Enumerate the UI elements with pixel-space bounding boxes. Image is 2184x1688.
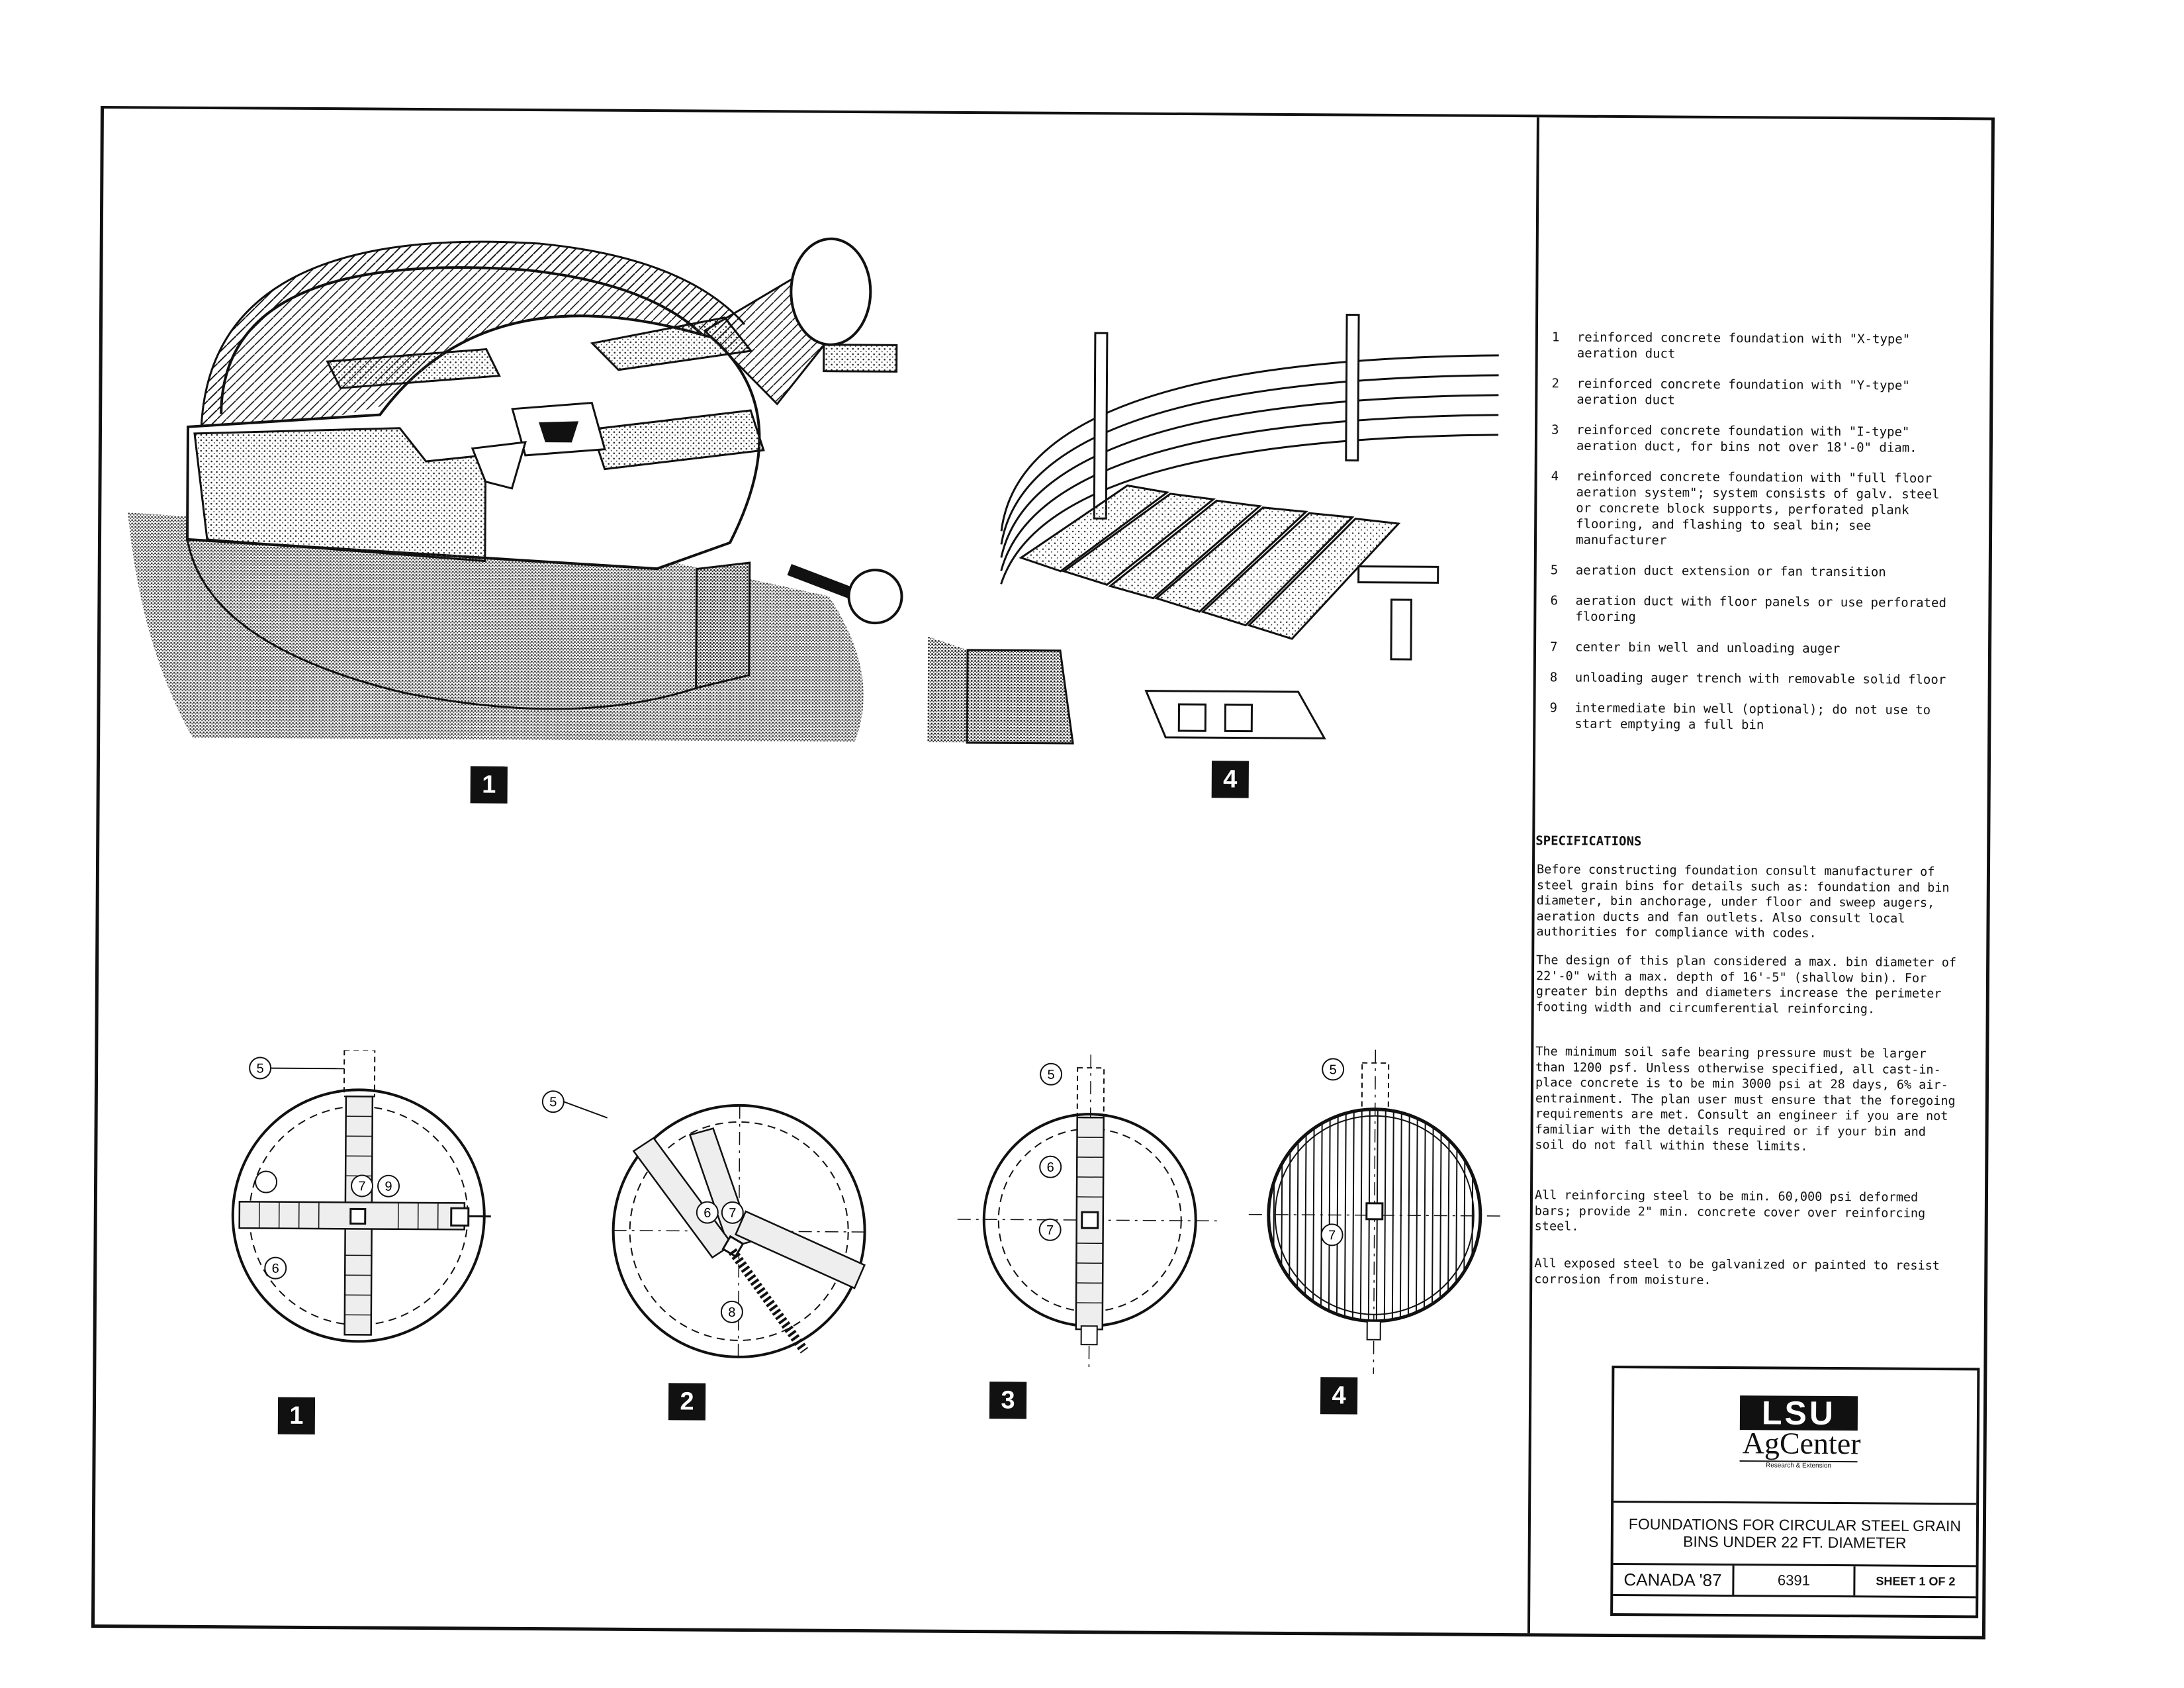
legend-item: 6 aeration duct with floor panels or use … (1550, 592, 1960, 627)
title-line-2: BINS UNDER 22 FT. DIAMETER (1683, 1532, 1907, 1552)
callout-7: 7 (358, 1179, 365, 1194)
legend-text: intermediate bin well (optional); do not… (1574, 700, 1931, 733)
logo-lsu-text: LSU (1739, 1394, 1858, 1432)
legend-num: 8 (1549, 670, 1558, 685)
plan-4-badge: 4 (1320, 1377, 1358, 1415)
legend-text: center bin well and unloading auger (1574, 639, 1841, 657)
legend: 1 reinforced concrete foundation with "X-… (1549, 329, 1962, 749)
lsu-agcenter-logo: LSU AgCenter Research & Extension (1739, 1394, 1861, 1470)
logo-area: LSU AgCenter Research & Extension (1614, 1368, 1978, 1505)
legend-text: aeration duct extension or fan transitio… (1575, 563, 1886, 580)
origin-cell: CANADA '87 (1613, 1565, 1735, 1595)
isometric-view-4 (927, 313, 1499, 745)
legend-num: 6 (1550, 593, 1558, 608)
legend-num: 1 (1551, 330, 1560, 345)
callout-9: 9 (385, 1180, 392, 1194)
legend-item: 1 reinforced concrete foundation with "X-… (1552, 329, 1962, 363)
legend-item: 5 aeration duct extension or fan transiti… (1551, 562, 1961, 581)
legend-text: reinforced concrete foundation with "Y-t… (1576, 376, 1910, 408)
legend-item: 7 center bin well and unloading auger (1550, 639, 1960, 657)
legend-text: aeration duct with floor panels or use p… (1575, 593, 1947, 625)
legend-text: unloading auger trench with removable so… (1574, 670, 1946, 688)
callout-5: 5 (549, 1095, 557, 1109)
legend-num: 4 (1551, 469, 1559, 484)
callout-5: 5 (1330, 1062, 1337, 1077)
legend-item: 2 reinforced concrete foundation with "Y-… (1551, 375, 1962, 410)
callout-7: 7 (1046, 1223, 1054, 1238)
spec-paragraph: All exposed steel to be galvanized or pa… (1534, 1256, 1940, 1288)
spec-paragraph: All reinforcing steel to be min. 60,000 … (1534, 1188, 1926, 1234)
legend-text: reinforced concrete foundation with "ful… (1575, 469, 1940, 548)
sheet-cell: SHEET 1 OF 2 (1855, 1566, 1976, 1596)
callout-6: 6 (704, 1206, 711, 1221)
logo-subtitle: Research & Extension (1739, 1460, 1858, 1470)
spec-paragraph: Before constructing foundation consult m… (1536, 863, 1950, 941)
legend-item: 9 intermediate bin well (optional); do no… (1549, 700, 1960, 734)
legend-text: reinforced concrete foundation with "X-t… (1576, 330, 1911, 361)
logo-agcenter-text: AgCenter (1742, 1426, 1861, 1461)
legend-text: reinforced concrete foundation with "I-t… (1576, 422, 1917, 455)
legend-item: 4 reinforced concrete foundation with "fu… (1551, 468, 1962, 550)
callout-5: 5 (256, 1061, 263, 1076)
callout-6: 6 (1047, 1160, 1054, 1175)
legend-num: 3 (1551, 422, 1559, 438)
drawing-title: FOUNDATIONS FOR CIRCULAR STEEL GRAIN BIN… (1613, 1502, 1977, 1568)
legend-num: 2 (1551, 376, 1559, 391)
callout-8: 8 (728, 1305, 735, 1320)
plan-number-cell: 6391 (1734, 1566, 1856, 1596)
callout-7: 7 (1328, 1228, 1336, 1243)
plan-number: 6391 (1777, 1571, 1810, 1589)
callout-7: 7 (729, 1206, 736, 1221)
drawing-sheet: 1 (91, 106, 1995, 1640)
plan-3-badge: 3 (989, 1382, 1027, 1419)
view-4-badge: 4 (1211, 761, 1249, 798)
spec-paragraph: The design of this plan considered a max… (1535, 953, 1957, 1016)
legend-item: 3 reinforced concrete foundation with "I-… (1551, 422, 1962, 456)
plan-view-2: 5 6 7 8 (541, 1090, 866, 1358)
callout-6: 6 (272, 1262, 279, 1276)
legend-item: 8 unloading auger trench with removable s… (1550, 669, 1960, 688)
legend-num: 9 (1549, 700, 1558, 716)
title-line-1: FOUNDATIONS FOR CIRCULAR STEEL GRAIN (1628, 1515, 1962, 1535)
plan-view-3: 5 6 7 (957, 1055, 1222, 1373)
legend-num: 5 (1550, 563, 1559, 578)
callout-5: 5 (1047, 1068, 1054, 1082)
specifications-title: SPECIFICATIONS (1535, 833, 1642, 849)
origin-text: CANADA '87 (1623, 1569, 1722, 1590)
title-block: LSU AgCenter Research & Extension FOUNDA… (1610, 1365, 1980, 1618)
plan-2-badge: 2 (668, 1383, 706, 1421)
plan-1-badge: 1 (277, 1397, 316, 1435)
title-info-row: CANADA '87 6391 SHEET 1 OF 2 (1613, 1565, 1976, 1599)
legend-num: 7 (1549, 639, 1558, 655)
sheet-number: SHEET 1 OF 2 (1876, 1573, 1956, 1588)
plan-view-4: 5 7 (1248, 1049, 1500, 1374)
isometric-view-1 (128, 237, 903, 742)
view-1-badge: 1 (470, 766, 508, 804)
spec-paragraph: The minimum soil safe bearing pressure m… (1535, 1045, 1956, 1154)
plan-view-1: 5 7 9 6 (231, 1049, 491, 1343)
